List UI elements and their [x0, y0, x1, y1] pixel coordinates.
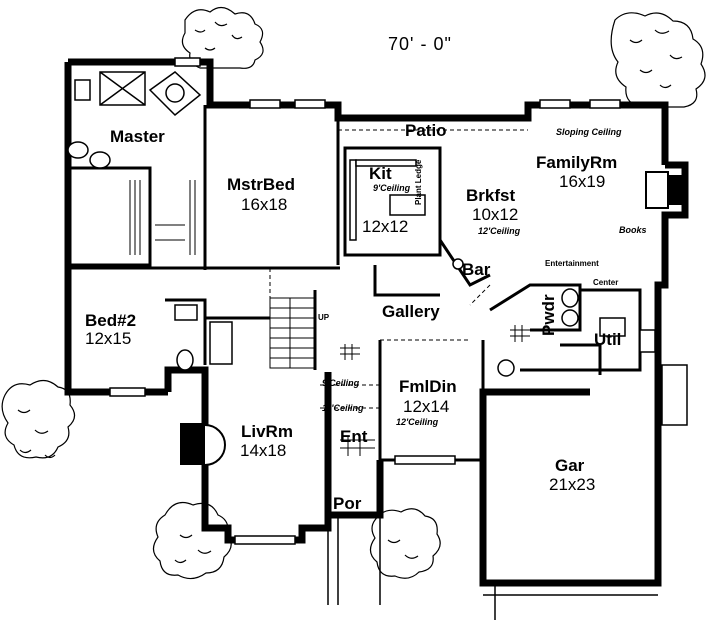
bed2-size: 12x15 — [85, 329, 132, 348]
closet-shelves — [129, 180, 196, 255]
brkfst-ceiling: 12'Ceiling — [478, 226, 521, 236]
shrub-top-right — [610, 12, 706, 108]
interior-walls — [68, 105, 642, 462]
fireplace-family — [645, 171, 683, 209]
bar-detail — [452, 258, 688, 426]
powder-fixtures — [497, 288, 579, 377]
livrm-size: 14x18 — [240, 441, 287, 460]
entertainment-label: Entertainment — [545, 259, 599, 268]
util-fixtures — [599, 317, 656, 353]
up-label: UP — [318, 313, 330, 322]
gar-label: Gar — [555, 456, 585, 475]
shrub-bottom-left — [152, 502, 232, 580]
kitchen-island — [349, 159, 426, 241]
center-label: Center — [593, 278, 619, 287]
books-label: Books — [619, 225, 647, 235]
familyrm-label: FamilyRm — [536, 153, 618, 172]
fmldin-size: 12x14 — [403, 397, 450, 416]
util-label: Util — [594, 330, 622, 349]
gar-size: 21x23 — [549, 475, 596, 494]
shrub-left — [1, 379, 76, 459]
porch — [327, 515, 658, 620]
bed2-label: Bed#2 — [85, 311, 137, 330]
shrub-bottom-center — [369, 508, 441, 579]
ceiling-9-label: 9'Ceiling — [322, 378, 360, 388]
master-bath-fixtures — [67, 71, 202, 169]
patio-label: Patio — [405, 121, 447, 140]
kit-label: Kit — [369, 164, 392, 183]
staircase — [269, 297, 316, 369]
por-label: Por — [333, 494, 362, 513]
ent-label: Ent — [340, 427, 368, 446]
fmldin-label: FmlDin — [399, 377, 457, 396]
windows — [109, 57, 621, 545]
kit-ceiling: 9'Ceiling — [373, 183, 411, 193]
brkfst-label: Brkfst — [466, 186, 516, 205]
kit-size: 12x12 — [362, 217, 409, 236]
fireplace-living — [180, 423, 226, 466]
familyrm-size: 16x19 — [559, 172, 606, 191]
bar-label: Bar — [462, 260, 491, 279]
brkfst-size: 10x12 — [472, 205, 519, 224]
ceiling-lines — [269, 129, 528, 409]
plant-ledge-label: Plant Ledge — [414, 159, 423, 205]
ceiling-11-label: 11'Ceiling — [322, 403, 364, 413]
shrub-top-left — [181, 6, 264, 69]
master-label: Master — [110, 127, 165, 146]
overall-width-label: 70' - 0" — [388, 34, 452, 54]
fmldin-ceiling: 12'Ceiling — [396, 417, 439, 427]
bed2-bath-fixtures — [174, 304, 233, 371]
livrm-label: LivRm — [241, 422, 293, 441]
mstrbed-size: 16x18 — [241, 195, 288, 214]
tile-marks — [340, 325, 530, 456]
familyrm-ceiling: Sloping Ceiling — [556, 127, 622, 137]
pwdr-label: Pwdr — [539, 294, 558, 336]
mstrbed-label: MstrBed — [227, 175, 296, 194]
gallery-label: Gallery — [382, 302, 440, 321]
